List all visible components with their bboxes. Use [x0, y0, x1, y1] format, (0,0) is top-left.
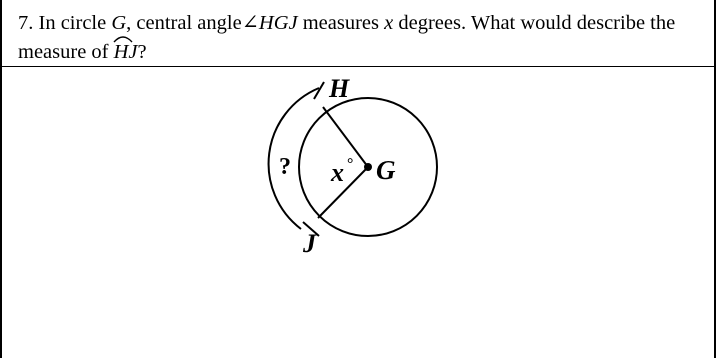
radius-gh [322, 106, 369, 168]
arc-hat-icon [113, 36, 133, 43]
variable-x: x [384, 12, 394, 34]
arc-name: HJ [113, 41, 138, 63]
arc-tick-h [313, 81, 325, 100]
label-g: G [376, 155, 396, 185]
angle-name: HGJ [258, 12, 298, 34]
degree-symbol: ° [347, 156, 353, 173]
label-unknown: ? [279, 154, 291, 180]
divider-line [0, 66, 716, 67]
question-text-part-2: , central angle [126, 12, 242, 34]
circle-g [298, 97, 438, 237]
question-number: 7. [18, 12, 34, 34]
circle-name: G [111, 12, 127, 34]
question-text-part-4: degrees. What would describe the measure… [18, 12, 676, 63]
center-point [364, 163, 372, 171]
label-x: x [330, 158, 344, 187]
question-text-part-5: ? [137, 41, 147, 63]
radius-gj [317, 166, 369, 219]
question-text: 7. In circle G, central angle∠HGJ measur… [18, 9, 708, 67]
question-text-part-3: measures [297, 12, 385, 34]
label-h: H [328, 74, 350, 103]
arc-label: HJ [113, 36, 138, 67]
arc-hj-marker [267, 87, 320, 230]
angle-symbol: ∠ [241, 12, 259, 34]
label-j: J [302, 229, 317, 258]
arc-tick-j [302, 221, 320, 237]
question-text-part-1: In circle [38, 12, 112, 34]
